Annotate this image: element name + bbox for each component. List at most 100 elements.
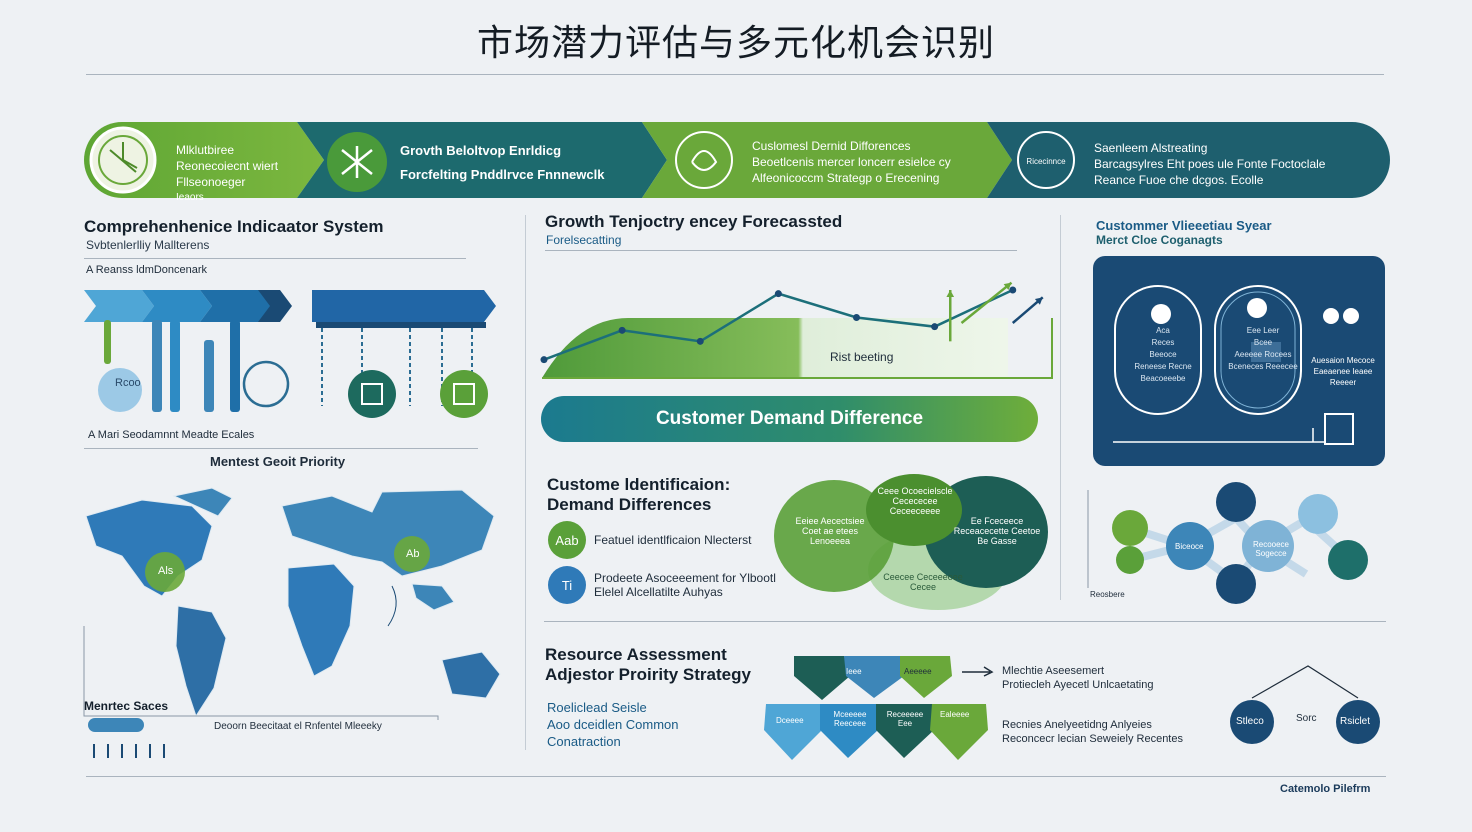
box-icon bbox=[440, 370, 488, 418]
venn-bottom-label: Ceecee Ceceeeoee Cecee bbox=[883, 572, 963, 592]
network-node-6-label: Recooece Sogecce bbox=[1252, 540, 1290, 558]
venn-top-label: Ceee Ocoecielscle Cecececee Ceceeceeee bbox=[877, 486, 953, 516]
segments-diagram bbox=[1113, 285, 1359, 445]
resource-divider bbox=[544, 621, 1386, 622]
map-title: Mentest Geoit Priority bbox=[210, 454, 346, 469]
network-node-5 bbox=[1216, 564, 1256, 604]
growth-subtitle: Forelsecatting bbox=[546, 233, 622, 247]
network-node-8 bbox=[1328, 540, 1368, 580]
world-map bbox=[83, 487, 501, 720]
customer-id-item-1: Aab Featuel identlficaion Nlecterst bbox=[548, 521, 751, 559]
pyramid-top-3 bbox=[900, 656, 952, 698]
resource-tree bbox=[1230, 665, 1380, 744]
indicator-arrow-3 bbox=[200, 290, 274, 322]
growth-chart bbox=[540, 281, 1053, 379]
network-node-3 bbox=[1166, 522, 1214, 570]
page-title: 市场潜力评估与多元化机会识别 bbox=[476, 23, 995, 64]
tree-label-mid: Sorc bbox=[1296, 713, 1317, 724]
network-node-4 bbox=[1216, 482, 1256, 522]
pyramid-label-3: Dceeee bbox=[776, 716, 804, 725]
growth-point bbox=[853, 314, 860, 321]
tree-label-left: Stleco bbox=[1236, 716, 1264, 727]
column-divider-1 bbox=[525, 215, 526, 750]
indicator-title: Comprehenhenice Indicaator System bbox=[84, 217, 384, 236]
person-icon-2 bbox=[1247, 298, 1267, 318]
map-legend-swatch bbox=[88, 718, 144, 732]
indicator-arrow-long bbox=[312, 290, 496, 322]
pyramid-bottom-1 bbox=[764, 704, 822, 760]
customer-id-icon-1: Aab bbox=[548, 521, 586, 559]
pyramid-bottom-4 bbox=[930, 704, 988, 760]
person-icon-4 bbox=[1343, 308, 1359, 324]
forecast-arrow-head bbox=[1034, 297, 1043, 305]
pyramid-label-2: Aeeeee bbox=[904, 667, 932, 676]
indicator-caption-2: A Mari Seodamnnt Meadte Ecales bbox=[88, 429, 255, 441]
venn-diagram bbox=[774, 474, 1048, 610]
book-icon bbox=[348, 370, 396, 418]
venn-left bbox=[774, 480, 894, 592]
growth-point bbox=[696, 337, 704, 345]
person-icon-3 bbox=[1323, 308, 1339, 324]
venn-top bbox=[866, 474, 962, 546]
pyramid-bottom-2 bbox=[820, 704, 878, 758]
growth-point bbox=[618, 326, 626, 334]
customer-id-icon-2: Ti bbox=[548, 566, 586, 604]
report-icon bbox=[1324, 413, 1354, 445]
map-africa bbox=[287, 563, 355, 677]
growth-point bbox=[774, 290, 782, 298]
banner-seg-3 bbox=[642, 122, 1012, 198]
indicator-subtitle: Svbtenlerlliy Mallterens bbox=[86, 238, 210, 252]
banner-seg-2 bbox=[297, 122, 667, 198]
tree-node-right bbox=[1336, 700, 1380, 744]
growth-band-label: Rist beeting bbox=[830, 350, 894, 364]
column-divider-2 bbox=[1060, 215, 1061, 600]
network-node-2 bbox=[1116, 546, 1144, 574]
pyramid-top-2 bbox=[844, 656, 904, 698]
map-south-america bbox=[175, 605, 227, 718]
growth-title: Growth Tenjoctry encey Forecassted bbox=[545, 212, 843, 231]
pyramid-label-5: Receeeee Eee bbox=[886, 710, 924, 728]
venn-right-label: Ee Fceceece Receacecette Ceetoe Be Gasse bbox=[953, 516, 1041, 546]
growth-divider bbox=[545, 250, 1017, 251]
indicator-arrow-4 bbox=[258, 290, 292, 322]
map-bubble-2-label: Ab bbox=[406, 548, 420, 560]
customer-demand-pill[interactable]: Customer Demand Difference bbox=[541, 396, 1038, 442]
footer-divider bbox=[86, 776, 1386, 777]
pyramid-label-1: Ieee bbox=[846, 667, 862, 676]
network-node-3-label: Biceoce bbox=[1175, 542, 1204, 551]
segments-title: Custommer Vlieeetiau Syear Merct Cloe Co… bbox=[1096, 218, 1272, 247]
venn-left-label: Eeiee Aecectsiee Coet ae etees Lenoeeea bbox=[795, 516, 865, 546]
indicator-arrow-2 bbox=[142, 290, 212, 322]
map-legend-ticks bbox=[93, 744, 165, 758]
indicator-divider bbox=[84, 258, 466, 259]
map-australia bbox=[441, 651, 501, 699]
segment-capsule-1 bbox=[1114, 285, 1202, 415]
forecast-arrow-head bbox=[1003, 282, 1012, 291]
growth-point bbox=[540, 356, 548, 364]
map-footnote: Deoorn Beecitaat el Rnfentel Mleeeky bbox=[214, 721, 382, 732]
indicator-circle-label: Rcoo bbox=[115, 377, 141, 389]
network-node-1 bbox=[1112, 510, 1148, 546]
map-bubble-2 bbox=[394, 536, 430, 572]
customer-id-title: Custome ldentificaion:Demand Differences bbox=[547, 475, 731, 515]
pyramid-bottom-3 bbox=[876, 704, 934, 758]
process-banner: Ricecinnce bbox=[84, 122, 1390, 198]
growth-point bbox=[1009, 286, 1017, 294]
title-divider bbox=[86, 74, 1384, 75]
health-icon bbox=[675, 131, 733, 189]
map-divider bbox=[84, 448, 478, 449]
segment-capsule-2 bbox=[1214, 285, 1302, 415]
footer-brand: Catemolo Pilefrm bbox=[1280, 783, 1371, 795]
forecast-arrow bbox=[960, 281, 1013, 324]
globe-icon bbox=[242, 360, 290, 408]
resource-arrow bbox=[962, 666, 994, 677]
